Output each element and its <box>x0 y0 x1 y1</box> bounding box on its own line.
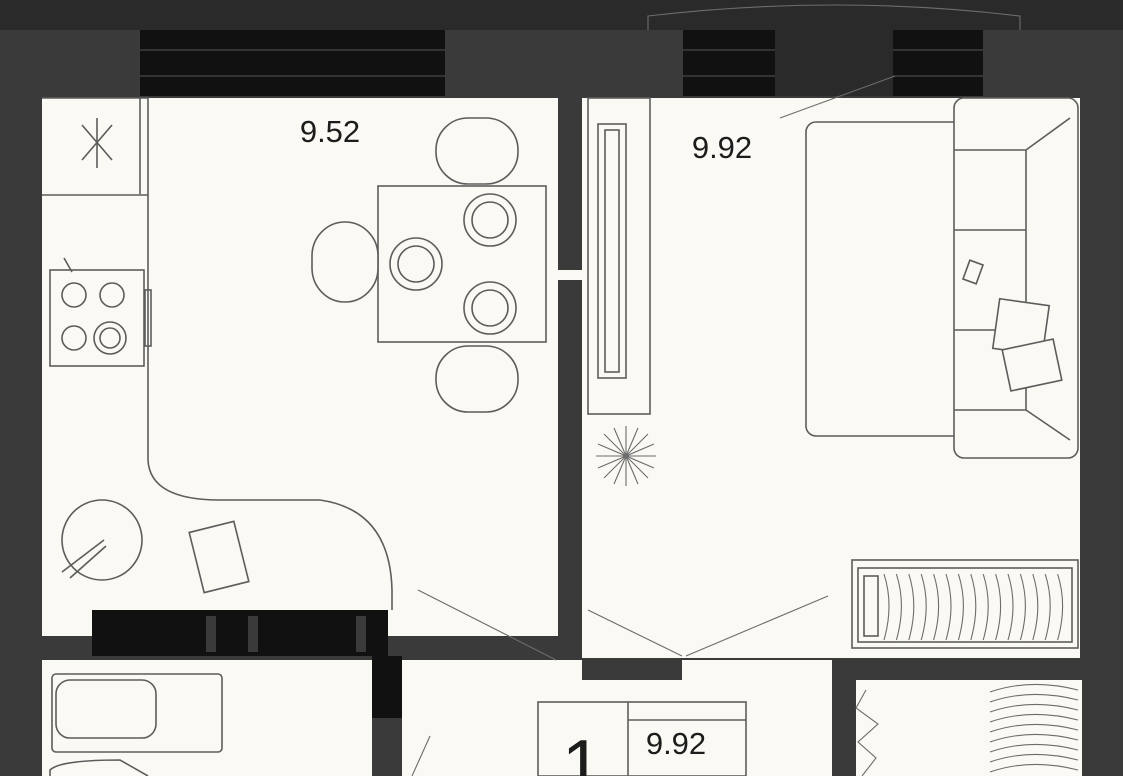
hall-area-label: 9.92 <box>646 726 706 761</box>
hall-radiator <box>989 683 1079 773</box>
bedroom-door-swing-left <box>587 609 683 657</box>
kitchen-door-swing <box>417 589 557 661</box>
radiator-fin <box>1044 573 1051 641</box>
radiator-fin <box>920 573 927 641</box>
bedroom-area-label: 9.92 <box>692 130 752 165</box>
radiator-fin <box>995 573 1002 641</box>
plant <box>596 426 656 486</box>
apartment-number-block <box>537 701 747 776</box>
zigzag-break <box>855 689 879 776</box>
kitchen-counter-edge <box>42 97 393 610</box>
vent-icon <box>81 118 113 168</box>
balcony-outline <box>647 4 1021 30</box>
hall-radiator-fin <box>989 753 1079 763</box>
radiator-fin <box>933 573 940 641</box>
radiator-fin <box>883 573 890 641</box>
radiator-fin <box>970 573 977 641</box>
wardrobe <box>587 97 651 415</box>
radiator-fin <box>1032 573 1039 641</box>
partition-wall <box>558 98 582 660</box>
washbasin <box>49 759 149 776</box>
toilet <box>51 673 223 753</box>
bedroom-door-swing-right <box>685 595 829 657</box>
radiator-fin <box>957 573 964 641</box>
appliance-tag <box>188 520 250 594</box>
apartment-number: 1 <box>562 726 602 776</box>
radiator-fin <box>982 573 989 641</box>
radiator-fin <box>908 573 915 641</box>
radiator-fin <box>1007 573 1014 641</box>
kitchen-area-label: 9.52 <box>300 114 360 149</box>
corridor-floor <box>856 680 1082 776</box>
radiator-fin <box>895 573 902 641</box>
radiator-fin <box>945 573 952 641</box>
hall-radiator-fin <box>989 693 1079 703</box>
hall-radiator-fin <box>989 703 1079 713</box>
hall-radiator-fin <box>989 763 1079 773</box>
bath-wall-segment <box>372 656 402 718</box>
hall-radiator-fin <box>989 733 1079 743</box>
sofa <box>805 97 1079 459</box>
sink-icon <box>61 499 143 581</box>
dining-table <box>311 117 547 413</box>
radiator-fin <box>1019 573 1026 641</box>
radiator-fin <box>1057 573 1064 641</box>
hall-radiator-fin <box>989 723 1079 733</box>
hall-radiator-fin <box>989 713 1079 723</box>
built-in-closet <box>92 610 388 656</box>
window-kitchen <box>140 30 445 96</box>
hall-radiator-fin <box>989 683 1079 693</box>
radiator <box>851 559 1079 649</box>
hall-radiator-fin <box>989 743 1079 753</box>
stove-icon <box>49 257 152 367</box>
